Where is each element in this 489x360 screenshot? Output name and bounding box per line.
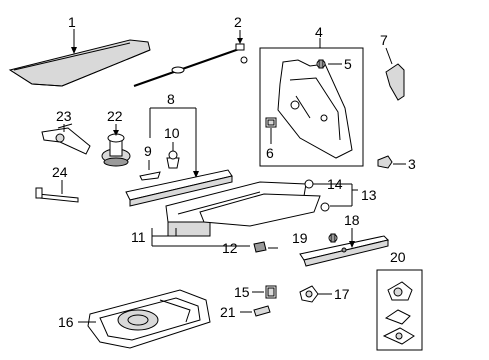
callout-12: 12: [222, 240, 238, 256]
package-tray-cover: [8, 39, 151, 87]
callout-16: 16: [58, 314, 74, 330]
quarter-trim-group-box: [259, 47, 364, 167]
clip-5: [316, 59, 326, 69]
callout-2: 2: [234, 14, 242, 30]
callout-4: 4: [315, 24, 323, 40]
clip-10: [166, 150, 180, 169]
clip-9: [139, 171, 161, 181]
quarter-trim-panel: [277, 59, 353, 159]
callout-22: 22: [107, 108, 123, 124]
callout-19: 19: [292, 230, 308, 246]
wrench-24: [35, 187, 79, 203]
callout-21: 21: [220, 304, 236, 320]
callout-3: 3: [408, 156, 416, 172]
clip-15: [265, 285, 277, 299]
spare-tire-tray: [87, 289, 211, 349]
callout-14: 14: [327, 176, 343, 192]
floor-board: [125, 169, 233, 207]
clip-14: [304, 179, 330, 212]
trim-piece-7: [385, 63, 405, 101]
clip-12: [253, 241, 267, 253]
clip-19: [328, 233, 338, 243]
callout-6: 6: [266, 145, 274, 161]
callout-24: 24: [52, 164, 68, 180]
callout-11: 11: [131, 229, 146, 245]
callout-17: 17: [334, 286, 350, 302]
clip-6: [265, 117, 277, 128]
clip-21: [253, 305, 271, 317]
callout-5: 5: [344, 56, 352, 72]
clip-17: [299, 285, 319, 303]
callout-18: 18: [344, 212, 360, 228]
hook-20: [382, 281, 415, 345]
support-rod: [133, 43, 248, 87]
jack-22: [101, 133, 131, 167]
callout-10: 10: [164, 125, 180, 141]
luggage-box: [165, 181, 321, 237]
callout-13: 13: [361, 187, 377, 203]
callout-8: 8: [167, 91, 175, 107]
sill-plate: [299, 235, 389, 267]
callout-23: 23: [56, 108, 72, 124]
callout-9: 9: [144, 143, 152, 159]
jack-tool-23: [41, 123, 91, 155]
callout-15: 15: [234, 284, 250, 300]
bracket-3: [377, 155, 393, 169]
callout-1: 1: [68, 14, 76, 30]
callout-20: 20: [390, 249, 406, 265]
hook-group-box: [376, 269, 423, 351]
callout-7: 7: [380, 32, 388, 48]
